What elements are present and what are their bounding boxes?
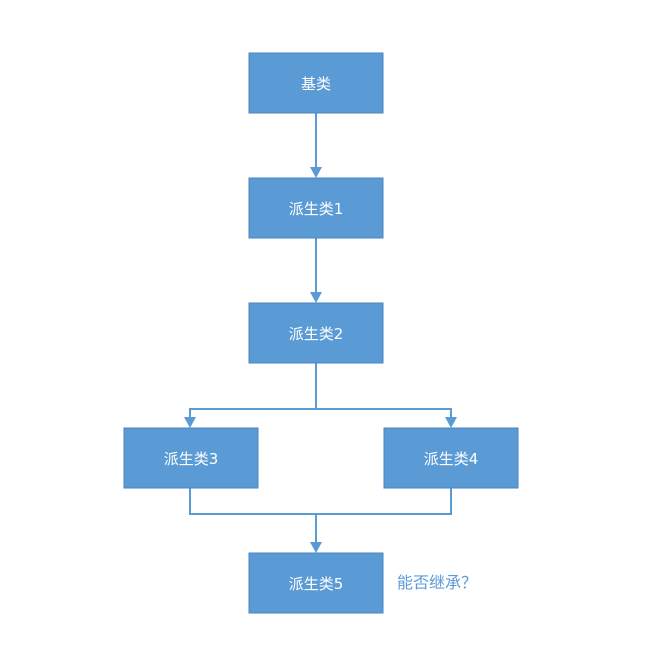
node-derived-class-1-label: 派生类1 [289,200,344,218]
node-derived-class-2-label: 派生类2 [289,325,344,343]
node-derived-class-2: 派生类2 [248,302,384,364]
node-derived-class-3-label: 派生类3 [164,450,219,468]
edge-derived3-to-derived5 [189,488,317,543]
node-derived-class-4: 派生类4 [383,427,519,489]
connectors [184,113,457,553]
node-derived-class-1: 派生类1 [248,177,384,239]
node-derived-class-3: 派生类3 [123,427,259,489]
edge-derived2-to-derived4 [316,408,452,418]
node-derived-class-5: 派生类5 [248,552,384,614]
arrowhead-derived2 [310,292,322,303]
arrowhead-derived4 [445,417,457,428]
arrowhead-derived5 [310,542,322,553]
edge-derived4-to-derived5 [316,488,452,515]
node-derived-class-5-label: 派生类5 [289,575,344,593]
arrowhead-derived1 [310,167,322,178]
inheritance-question: 能否继承？ [397,573,477,592]
node-derived-class-4-label: 派生类4 [424,450,479,468]
node-base-class-label: 基类 [301,75,331,93]
arrowhead-derived3 [184,417,196,428]
node-base-class: 基类 [248,52,384,114]
edge-derived2-to-derived3 [189,363,317,418]
